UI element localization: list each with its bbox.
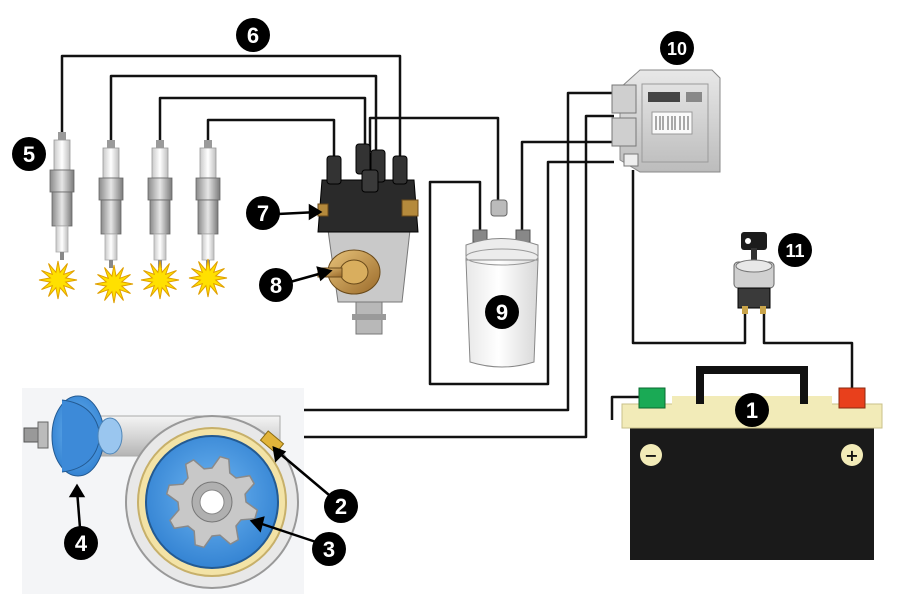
svg-text:3: 3 — [323, 537, 335, 562]
spark-plug-icon — [98, 140, 124, 268]
svg-text:1: 1 — [746, 398, 758, 423]
svg-text:6: 6 — [247, 23, 259, 48]
sensor-signal-wire-b — [285, 114, 614, 439]
ecu-module-icon — [611, 69, 721, 173]
svg-text:8: 8 — [270, 273, 282, 298]
ht-lead-plug-1 — [60, 54, 402, 158]
coil-positive-wire — [520, 140, 614, 235]
callout-5: 5 — [12, 137, 46, 171]
ecu-power-wire — [631, 170, 747, 345]
callout-3: 3 — [312, 532, 346, 566]
coil-negative-wire — [428, 160, 614, 386]
spark-burst-icon — [188, 258, 228, 298]
svg-text:9: 9 — [496, 300, 508, 325]
svg-text:11: 11 — [785, 241, 804, 261]
callout-4: 4 — [64, 526, 98, 560]
spark-plug-icon — [147, 140, 173, 268]
callout-1: 1 — [735, 393, 769, 427]
ignition-key-switch-icon — [733, 232, 775, 314]
battery-negative-label: − — [644, 446, 657, 465]
callout-2: 2 — [324, 489, 358, 523]
svg-text:4: 4 — [75, 531, 88, 556]
callout-7: 7 — [246, 196, 280, 230]
battery-positive-label: + — [845, 446, 858, 465]
spark-burst-icon — [38, 260, 78, 300]
callout-11: 11 — [778, 233, 812, 267]
sparks — [38, 258, 228, 304]
callout-8: 8 — [259, 268, 293, 302]
ht-lead-plug-2 — [109, 74, 378, 150]
leader-lines — [68, 203, 336, 547]
spark-plug-icon — [195, 140, 221, 268]
callout-9: 9 — [485, 295, 519, 329]
spark-plug-icon — [49, 132, 75, 260]
distributor-icon — [317, 143, 419, 335]
callout-markers: 1 2 3 4 5 6 7 8 — [12, 18, 812, 566]
spark-plugs — [49, 132, 221, 268]
callout-10: 10 — [660, 31, 694, 65]
ht-lead-plug-4 — [206, 118, 336, 158]
sensor-signal-wire-a — [278, 91, 614, 430]
spark-burst-icon — [94, 264, 134, 304]
wiring — [60, 54, 854, 439]
ht-lead-plug-3 — [158, 96, 367, 152]
ignition-coil-icon — [465, 199, 539, 368]
reluctor-sensor-icon — [22, 388, 304, 594]
svg-text:7: 7 — [257, 201, 269, 226]
svg-text:2: 2 — [335, 494, 347, 519]
battery-positive-wire — [762, 312, 854, 390]
svg-text:10: 10 — [667, 39, 687, 59]
ht-lead-coil-to-distributor — [368, 116, 500, 205]
svg-text:5: 5 — [23, 142, 35, 167]
callout-6: 6 — [236, 18, 270, 52]
spark-burst-icon — [140, 260, 180, 300]
